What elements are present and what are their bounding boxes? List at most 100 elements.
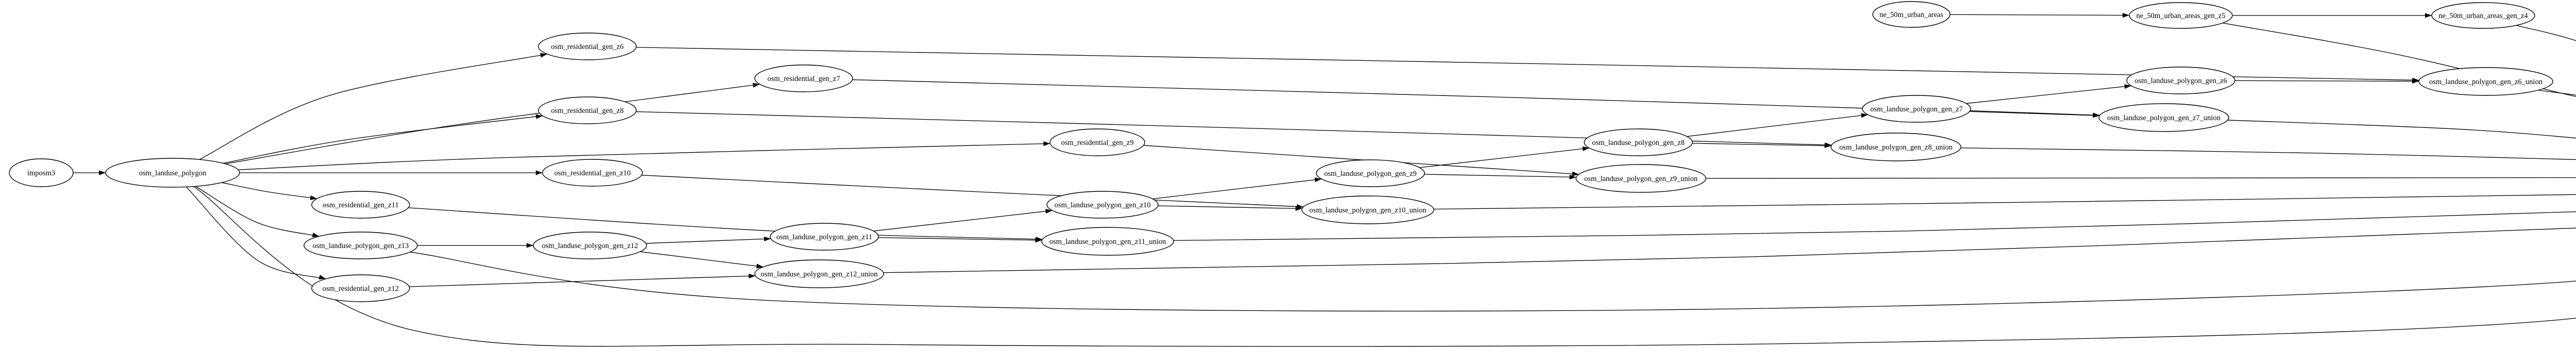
edge-osm_landuse_polygon_gen_z6_union-to-layer_landuse-z6 xyxy=(2538,90,2576,96)
arrowhead-icon xyxy=(1043,141,1050,146)
edge-osm_landuse_polygon-to-osm_residential_gen_z10 xyxy=(240,170,543,175)
node-osm_residential_gen_z8: osm_residential_gen_z8 xyxy=(538,96,637,124)
node-label-osm_residential_gen_z8: osm_residential_gen_z8 xyxy=(551,107,624,115)
edge-osm_landuse_polygon_gen_z8-to-osm_landuse_polygon_gen_z8_union xyxy=(1692,143,1832,149)
node-imposm3: imposm3 xyxy=(9,158,74,187)
node-label-osm_residential_gen_z11: osm_residential_gen_z11 xyxy=(323,201,399,209)
node-ne_50m_urban_areas_gen_z5: ne_50m_urban_areas_gen_z5 xyxy=(2129,2,2233,29)
edge-osm_landuse_polygon-to-osm_landuse_polygon_gen_z13 xyxy=(195,186,319,237)
node-osm_residential_gen_z11: osm_residential_gen_z11 xyxy=(311,191,410,219)
node-ne_50m_urban_areas: ne_50m_urban_areas xyxy=(1872,1,1951,28)
node-label-ne_50m_urban_areas_gen_z5: ne_50m_urban_areas_gen_z5 xyxy=(2136,12,2225,20)
arrowhead-icon xyxy=(1045,209,1053,214)
node-osm_landuse_polygon_gen_z7: osm_landuse_polygon_gen_z7 xyxy=(1862,95,1971,123)
edge-osm_residential_gen_z11-to-osm_landuse_polygon_gen_z11_union xyxy=(408,207,1043,242)
edge-ne_50m_urban_areas_gen_z5-to-ne_50m_urban_areas_gen_z4 xyxy=(2232,13,2432,18)
edge-osm_residential_gen_z12-to-osm_landuse_polygon_gen_z12_union xyxy=(409,273,756,287)
node-label-osm_residential_gen_z12: osm_residential_gen_z12 xyxy=(323,285,399,293)
node-osm_residential_gen_z9: osm_residential_gen_z9 xyxy=(1049,128,1145,156)
edge-ne_50m_urban_areas-to-ne_50m_urban_areas_gen_z5 xyxy=(1950,13,2130,18)
node-osm_residential_gen_z6: osm_residential_gen_z6 xyxy=(538,32,637,60)
edge-osm_landuse_polygon_gen_z8_union-to-layer_landuse-z8 xyxy=(1960,147,2576,160)
node-osm_landuse_polygon_gen_z7_union: osm_landuse_polygon_gen_z7_union xyxy=(2098,103,2229,132)
edge-osm_landuse_polygon_gen_z11-to-osm_landuse_polygon_gen_z11_union xyxy=(878,237,1042,243)
arrowhead-icon xyxy=(535,114,543,119)
arrowhead-icon xyxy=(536,170,543,175)
node-osm_landuse_polygon_gen_z13: osm_landuse_polygon_gen_z13 xyxy=(303,232,418,259)
node-label-osm_landuse_polygon_gen_z8: osm_landuse_polygon_gen_z8 xyxy=(1592,139,1685,147)
edge-osm_landuse_polygon_gen_z10_union-to-layer_landuse-z10 xyxy=(1433,194,2576,210)
node-label-osm_landuse_polygon_gen_z7_union: osm_landuse_polygon_gen_z7_union xyxy=(2107,114,2221,122)
node-osm_landuse_polygon_gen_z6_union: osm_landuse_polygon_gen_z6_union xyxy=(2418,67,2553,96)
edge-osm_landuse_polygon-to-osm_residential_gen_z8 xyxy=(223,114,543,164)
node-label-ne_50m_urban_areas: ne_50m_urban_areas xyxy=(1879,11,1943,19)
arrowhead-icon xyxy=(1861,113,1868,118)
arrowhead-icon xyxy=(753,83,760,88)
node-label-osm_landuse_polygon_gen_z6_union: osm_landuse_polygon_gen_z6_union xyxy=(2429,78,2543,86)
node-label-osm_landuse_polygon_gen_z11: osm_landuse_polygon_gen_z11 xyxy=(776,233,872,241)
edge-osm_landuse_polygon_gen_z12-to-osm_landuse_polygon_gen_z11 xyxy=(646,236,771,244)
edge-osm_landuse_polygon_gen_z10-to-osm_landuse_polygon_gen_z10_union xyxy=(1158,205,1302,211)
arrowhead-icon xyxy=(1314,177,1322,183)
arrowhead-icon xyxy=(1572,171,1579,176)
edge-osm_landuse_polygon_gen_z11-to-osm_landuse_polygon_gen_z10 xyxy=(873,209,1053,232)
node-osm_landuse_polygon_gen_z6: osm_landuse_polygon_gen_z6 xyxy=(2126,67,2235,94)
edge-osm_landuse_polygon-to-osm_residential_gen_z9 xyxy=(238,141,1050,170)
edge-osm_landuse_polygon-to-osm_residential_gen_z7 xyxy=(225,83,760,164)
node-osm_landuse_polygon_gen_z8_union: osm_landuse_polygon_gen_z8_union xyxy=(1831,133,1961,161)
edge-osm_landuse_polygon_gen_z13-to-osm_landuse_polygon_gen_z12 xyxy=(417,243,533,248)
edge-ne_50m_urban_areas_gen_z5-to-layer_landuse-z5 xyxy=(2223,22,2576,97)
edge-osm_landuse_polygon_gen_z12-to-osm_landuse_polygon_gen_z12_union xyxy=(640,251,764,269)
arrowhead-icon xyxy=(1825,142,1832,147)
node-osm_landuse_polygon_gen_z10_union: osm_landuse_polygon_gen_z10_union xyxy=(1301,195,1434,224)
arrowhead-icon xyxy=(540,53,547,58)
node-osm_residential_gen_z12: osm_residential_gen_z12 xyxy=(311,274,410,302)
arrowhead-icon xyxy=(1569,174,1577,179)
arrowhead-icon xyxy=(2412,77,2419,83)
edge-osm_landuse_polygon_gen_z7_union-to-layer_landuse-z7 xyxy=(2227,120,2576,139)
arrowhead-icon xyxy=(318,274,326,279)
edge-osm_landuse_polygon-to-osm_residential_gen_z11 xyxy=(222,182,317,200)
node-osm_landuse_polygon_gen_z10: osm_landuse_polygon_gen_z10 xyxy=(1046,191,1159,219)
node-label-osm_landuse_polygon_gen_z13: osm_landuse_polygon_gen_z13 xyxy=(313,242,409,250)
arrowhead-icon xyxy=(749,273,756,278)
node-label-osm_landuse_polygon_gen_z11_union: osm_landuse_polygon_gen_z11_union xyxy=(1049,238,1166,246)
arrowhead-icon xyxy=(2124,84,2131,89)
edge-osm_landuse_polygon-to-osm_residential_gen_z12 xyxy=(186,186,326,279)
node-osm_landuse_polygon_gen_z9: osm_landuse_polygon_gen_z9 xyxy=(1316,159,1425,187)
edge-osm_residential_gen_z10-to-osm_landuse_polygon_gen_z10_union xyxy=(641,175,1304,209)
node-osm_landuse_polygon_gen_z12_union: osm_landuse_polygon_gen_z12_union xyxy=(754,259,884,288)
node-osm_residential_gen_z10: osm_residential_gen_z10 xyxy=(542,159,643,187)
node-osm_residential_gen_z7: osm_residential_gen_z7 xyxy=(754,64,853,92)
arrowhead-icon xyxy=(310,195,317,200)
node-label-osm_residential_gen_z9: osm_residential_gen_z9 xyxy=(1061,139,1134,147)
nodes-layer: imposm3 osm_landuse_polygon osm_residentia… xyxy=(9,1,2553,302)
node-label-osm_landuse_polygon_gen_z10: osm_landuse_polygon_gen_z10 xyxy=(1055,201,1151,209)
edges-layer xyxy=(73,13,2576,347)
node-label-osm_landuse_polygon_gen_z9: osm_landuse_polygon_gen_z9 xyxy=(1324,170,1417,178)
node-osm_landuse_polygon_gen_z11: osm_landuse_polygon_gen_z11 xyxy=(770,223,879,251)
edge-osm_landuse_polygon_gen_z9-to-osm_landuse_polygon_gen_z9_union xyxy=(1424,174,1577,179)
node-osm_landuse_polygon: osm_landuse_polygon xyxy=(105,158,240,188)
edge-osm_landuse_polygon_gen_z9-to-osm_landuse_polygon_gen_z8 xyxy=(1419,146,1589,168)
node-label-imposm3: imposm3 xyxy=(27,169,55,177)
node-label-osm_landuse_polygon_gen_z10_union: osm_landuse_polygon_gen_z10_union xyxy=(1309,206,1427,215)
node-label-osm_landuse_polygon_gen_z9_union: osm_landuse_polygon_gen_z9_union xyxy=(1584,175,1698,183)
node-label-ne_50m_urban_areas_gen_z4: ne_50m_urban_areas_gen_z4 xyxy=(2438,12,2528,20)
arrowhead-icon xyxy=(1582,146,1589,151)
edge-imposm3-to-osm_landuse_polygon xyxy=(73,170,106,175)
node-osm_landuse_polygon_gen_z11_union: osm_landuse_polygon_gen_z11_union xyxy=(1041,227,1174,256)
arrowhead-icon xyxy=(99,170,106,175)
edge-osm_landuse_polygon_gen_z9_union-to-layer_landuse-z9 xyxy=(1705,177,2576,179)
edge-osm_landuse_polygon-to-layer_landuse-z14+ xyxy=(193,186,2576,347)
arrowhead-icon xyxy=(764,236,771,241)
node-ne_50m_urban_areas_gen_z4: ne_50m_urban_areas_gen_z4 xyxy=(2431,2,2535,29)
node-label-osm_landuse_polygon: osm_landuse_polygon xyxy=(139,169,207,177)
node-label-osm_landuse_polygon_gen_z12_union: osm_landuse_polygon_gen_z12_union xyxy=(760,270,878,278)
node-label-osm_residential_gen_z7: osm_residential_gen_z7 xyxy=(768,75,840,83)
node-osm_landuse_polygon_gen_z12: osm_landuse_polygon_gen_z12 xyxy=(533,232,647,259)
node-osm_landuse_polygon_gen_z9_union: osm_landuse_polygon_gen_z9_union xyxy=(1575,164,1706,193)
node-label-osm_landuse_polygon_gen_z12: osm_landuse_polygon_gen_z12 xyxy=(542,242,638,250)
